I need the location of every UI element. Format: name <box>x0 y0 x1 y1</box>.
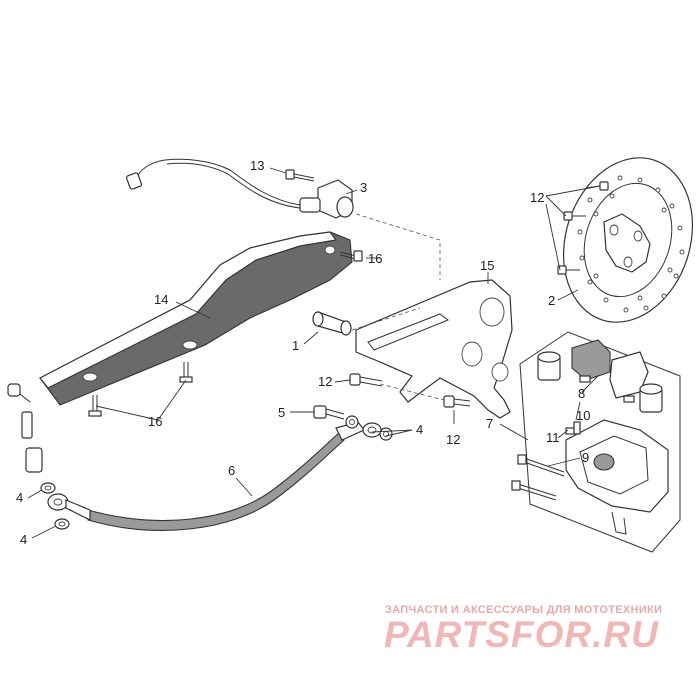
hose-fitting-left-part <box>7 383 43 473</box>
banjo-right-part <box>335 421 382 441</box>
caliper-assembly-frame <box>519 331 681 553</box>
caliper-bracket-part <box>355 279 513 419</box>
callout-3: 3 <box>360 180 367 195</box>
screw-13-part <box>285 169 315 182</box>
chain-guard-part <box>39 231 353 406</box>
brake-hose-part <box>87 431 345 531</box>
callout-4a: 4 <box>416 422 423 437</box>
bolt-12-left-part <box>349 373 383 387</box>
callout-4b: 4 <box>16 490 23 505</box>
guide-line-pin <box>351 307 421 331</box>
callout-15: 15 <box>480 258 494 273</box>
callout-7: 7 <box>486 416 493 431</box>
brake-disc-part <box>562 157 694 323</box>
brake-pads-8-part <box>571 339 649 403</box>
guide-line-sensor <box>355 213 441 280</box>
callout-4c: 4 <box>20 532 27 547</box>
callout-5: 5 <box>278 405 285 420</box>
callout-16a: 16 <box>368 251 382 266</box>
screw-16-lower-left-part <box>88 395 102 417</box>
banjo-left-part <box>47 493 91 521</box>
callout-2: 2 <box>548 293 555 308</box>
callout-12b: 12 <box>318 374 332 389</box>
callout-11: 11 <box>546 430 560 445</box>
callout-10: 10 <box>576 408 590 423</box>
pin-1-part <box>312 311 352 336</box>
guide-line-bracket <box>379 383 445 401</box>
callout-14: 14 <box>154 292 168 307</box>
callout-1: 1 <box>292 338 299 353</box>
piston-right-part <box>639 383 663 413</box>
caliper-pins-9-part <box>511 454 565 501</box>
callout-6: 6 <box>228 463 235 478</box>
leader-lines <box>27 167 601 539</box>
watermark-brand: PARTSFOR.RU <box>384 614 659 655</box>
banjo-bolt-5-part <box>313 405 345 420</box>
callout-16b: 16 <box>148 414 162 429</box>
bleed-valve-part <box>565 421 581 435</box>
screw-16-lower-right-part <box>179 362 193 383</box>
callout-8: 8 <box>578 386 585 401</box>
bolt-12-bottom-part <box>443 395 471 408</box>
watermark-tagline: ЗАПЧАСТИ И АКСЕССУАРЫ ДЛЯ МОТОТЕХНИКИ <box>385 604 663 616</box>
callout-13: 13 <box>250 158 264 173</box>
callout-9: 9 <box>582 450 589 465</box>
piston-left-part <box>537 351 561 381</box>
screw-16-upper-part <box>339 250 363 262</box>
callout-12a: 12 <box>530 190 544 205</box>
speed-sensor-part <box>125 158 354 219</box>
callout-12c: 12 <box>446 432 460 447</box>
caliper-body-part <box>565 419 669 535</box>
